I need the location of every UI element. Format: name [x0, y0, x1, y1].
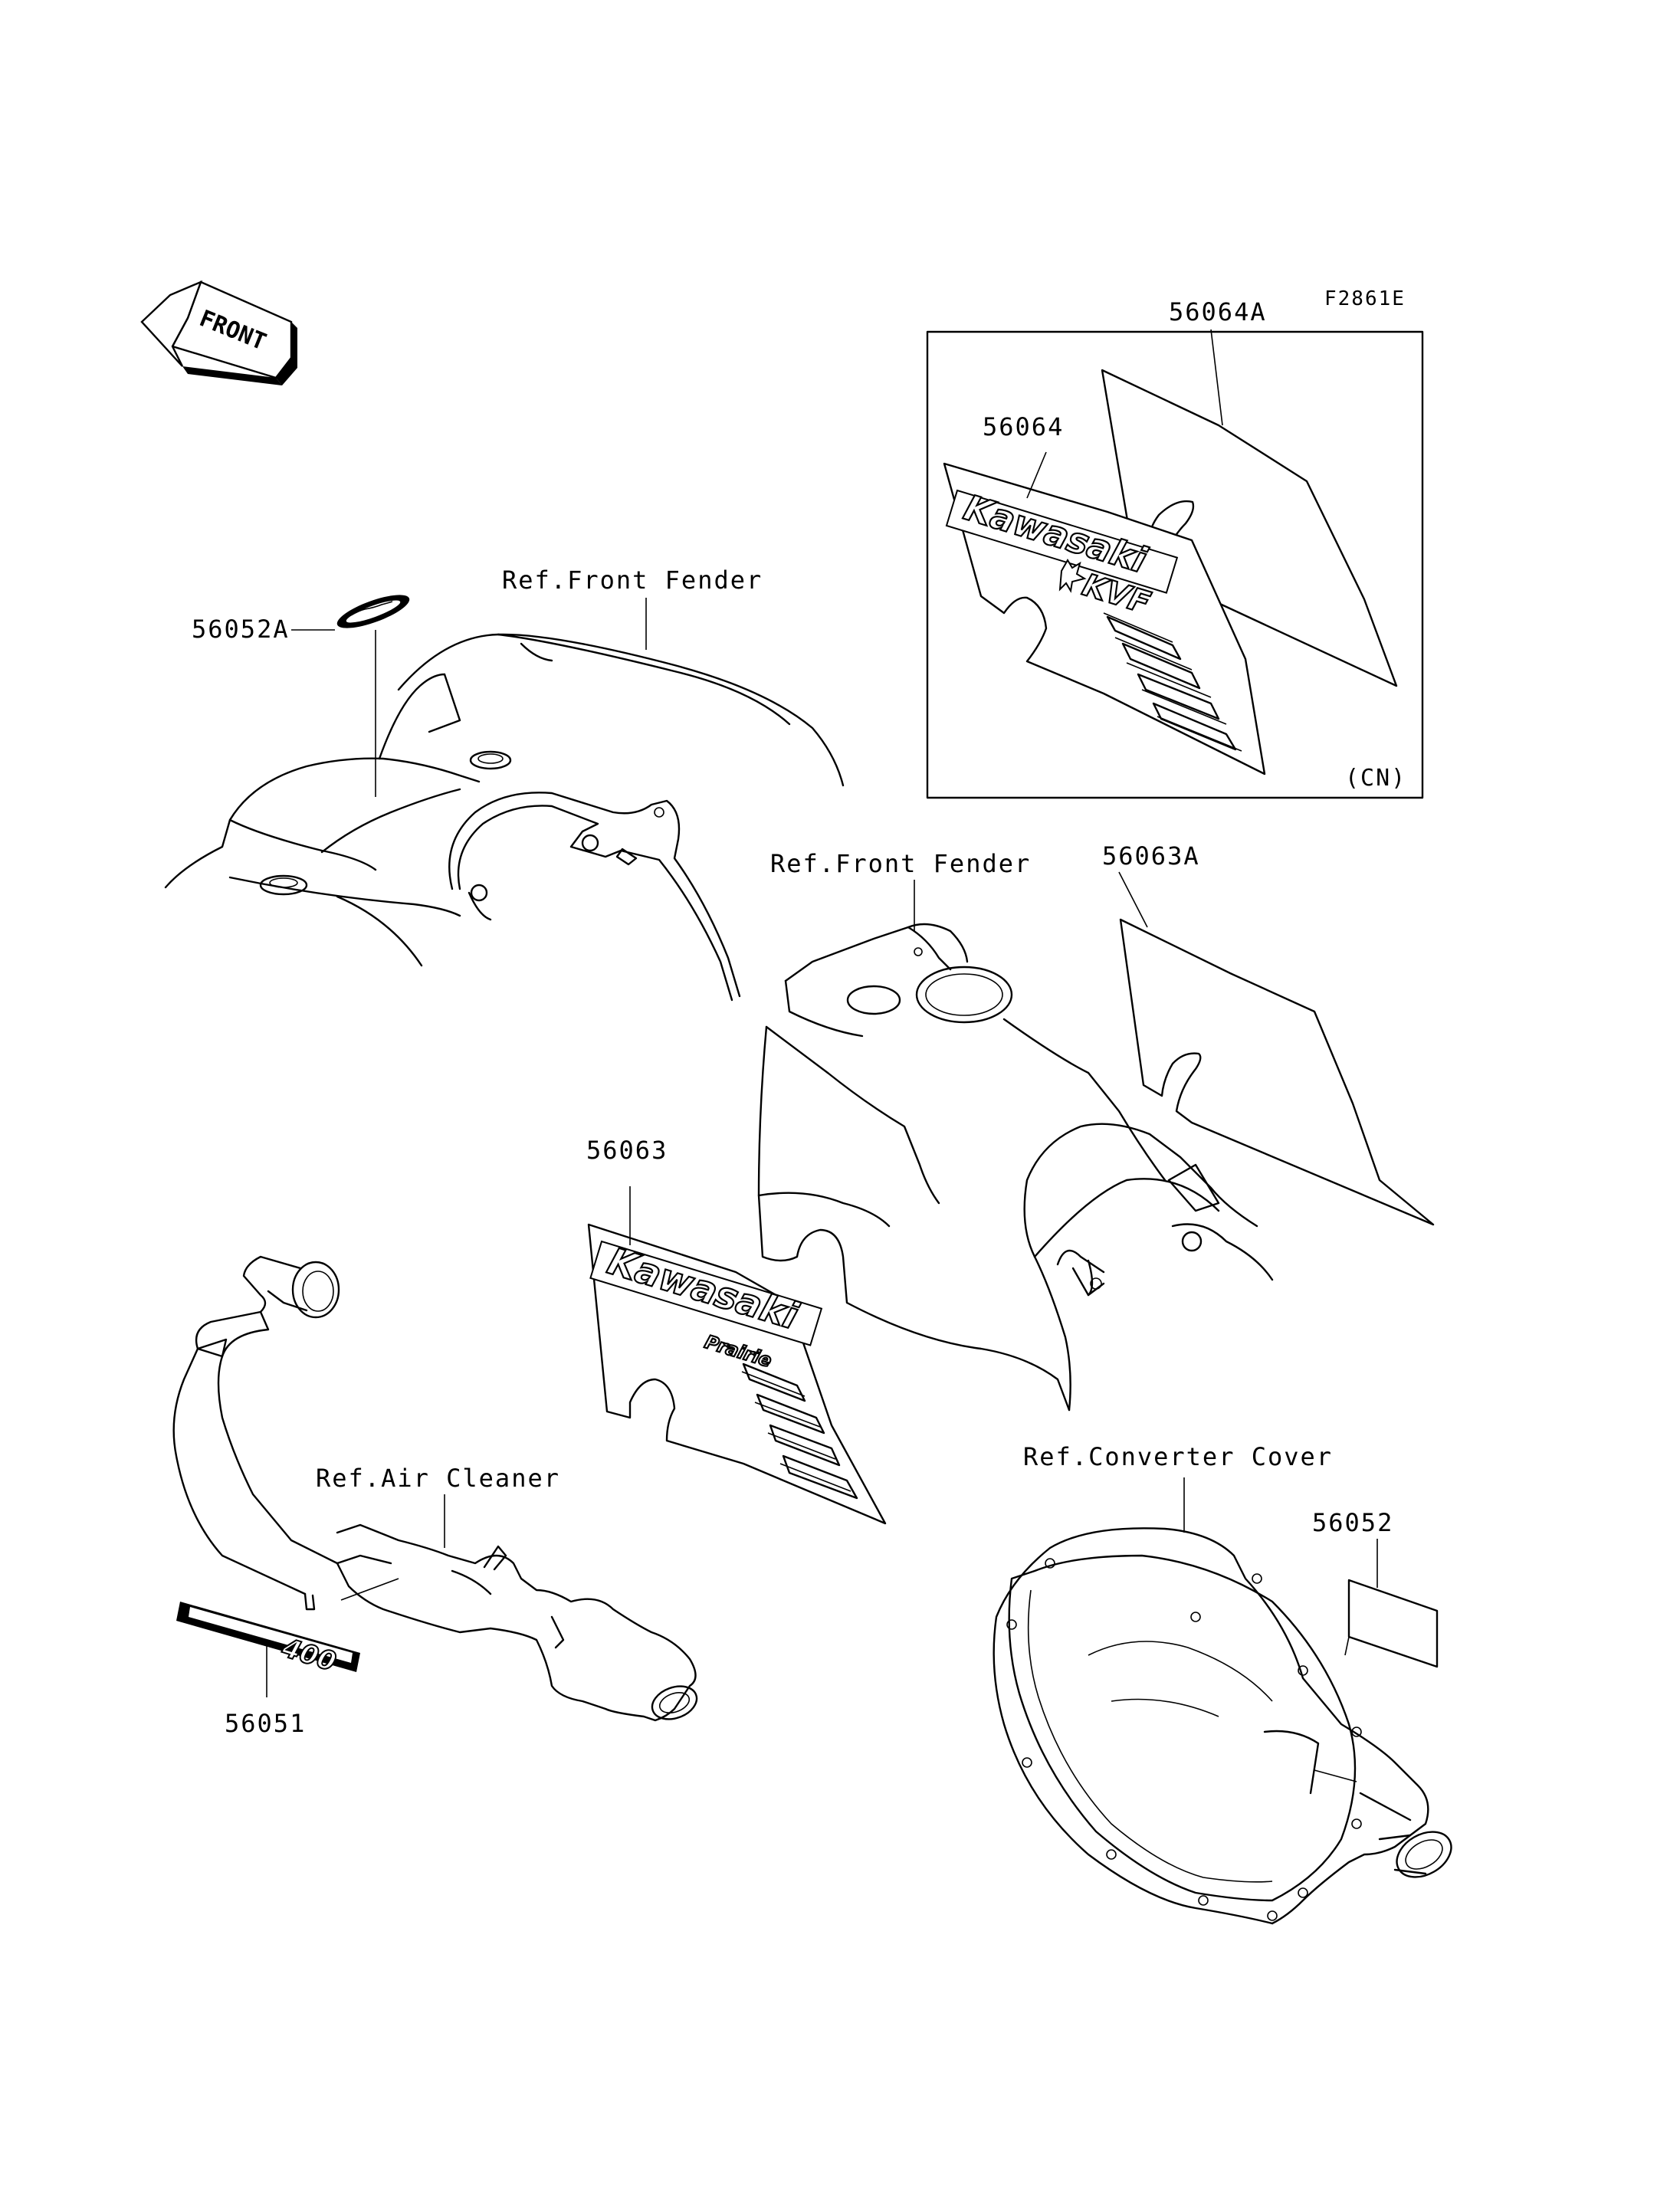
figure-code: F2861E [1324, 287, 1406, 310]
emblem-56052A [336, 595, 410, 628]
label-cn: (CN) [1345, 765, 1406, 792]
label-ref-converter-cover: Ref.Converter Cover [1023, 1442, 1333, 1471]
front-arrow-icon: FRONT [140, 280, 297, 385]
decal-56052-shape [1347, 1579, 1439, 1668]
label-ref-air-cleaner: Ref.Air Cleaner [316, 1464, 560, 1493]
label-56052A: 56052A [192, 615, 290, 644]
label-56063A: 56063A [1102, 841, 1200, 871]
converter-cover [993, 1527, 1452, 1925]
label-56064A: 56064A [1169, 297, 1267, 326]
label-56063: 56063 [586, 1136, 668, 1165]
label-ref-front-fender-top: Ref.Front Fender [502, 566, 763, 595]
front-fender-mid [757, 923, 1274, 1412]
label-56064: 56064 [983, 412, 1064, 441]
air-cleaner-duct [172, 1255, 698, 1722]
front-fender-top [164, 633, 845, 1002]
decal-56051-shape: 400 [176, 1602, 360, 1678]
label-56051: 56051 [225, 1709, 306, 1738]
decal-56063-shape: Kawasaki Prairie [587, 1223, 887, 1525]
label-56052: 56052 [1312, 1508, 1393, 1537]
decal-56051-text: 400 [277, 1632, 340, 1677]
decal-56063A-shape [1119, 918, 1435, 1226]
cn-variant-inset: 56064A Kawasaki KVF 56064 (CN) [926, 297, 1424, 799]
label-ref-front-fender-mid: Ref.Front Fender [770, 849, 1031, 878]
